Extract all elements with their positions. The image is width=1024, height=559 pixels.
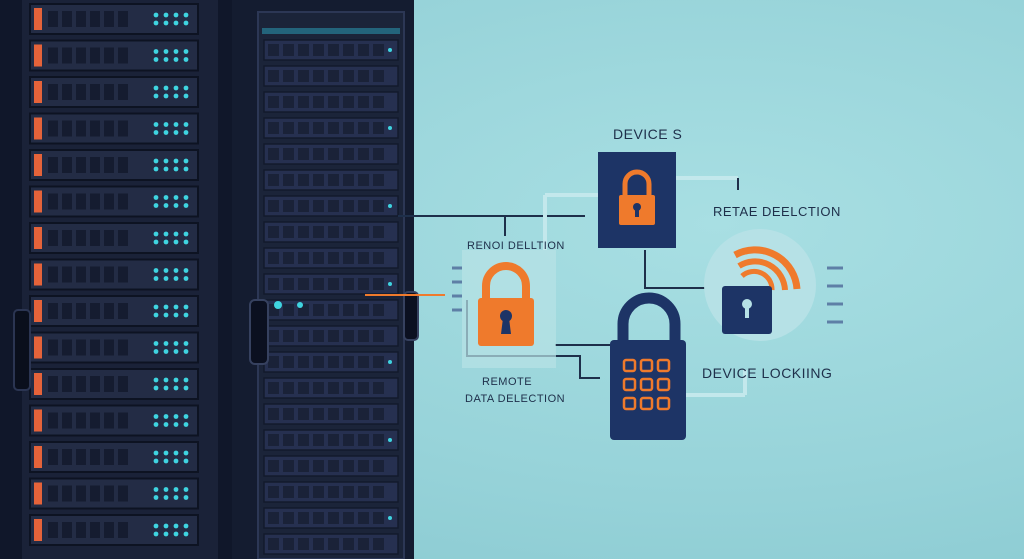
server-rack-center-units	[263, 39, 399, 555]
server-unit	[29, 258, 199, 291]
server-unit	[29, 222, 199, 254]
server-unit	[263, 377, 399, 399]
keypad-button	[639, 377, 654, 392]
server-unit	[263, 455, 399, 477]
keypad-button	[656, 358, 671, 373]
label-renoi-delltion: RENOI DELLTION	[467, 240, 565, 252]
wifi-signal-icon	[733, 246, 801, 290]
server-unit	[29, 404, 199, 437]
server-unit	[29, 368, 199, 400]
server-rack-left-units	[29, 3, 199, 546]
rack-center-latch-icon	[403, 291, 419, 341]
server-unit	[29, 149, 199, 181]
server-unit	[263, 351, 399, 373]
server-unit	[263, 143, 399, 165]
signal-dashes-left	[452, 266, 462, 312]
server-unit	[263, 403, 399, 425]
rack-left-handle-icon	[13, 309, 31, 391]
label-retae-deelction: RETAE DEELCTION	[713, 204, 841, 219]
server-unit	[29, 514, 199, 546]
server-unit	[29, 441, 199, 473]
keypad-lock-icon	[610, 292, 686, 440]
server-unit	[263, 65, 399, 87]
server-rack-left-icon	[0, 0, 232, 559]
label-data-delection: DATA DELECTION	[465, 393, 566, 405]
device-padlock-card-icon	[598, 152, 676, 248]
server-unit	[263, 507, 399, 529]
label-remote: REMOTE	[482, 376, 533, 388]
keypad-button	[656, 396, 671, 411]
server-unit	[29, 331, 199, 364]
server-unit	[263, 195, 399, 217]
rack-center-handle-icon	[249, 299, 269, 365]
server-unit	[263, 273, 399, 295]
server-unit	[263, 247, 399, 269]
label-device-s: DEVICE S	[613, 126, 683, 142]
wireless-lock-icon	[704, 229, 816, 341]
keypad-button	[639, 358, 654, 373]
server-unit	[263, 325, 399, 347]
server-unit	[263, 91, 399, 113]
remote-padlock-panel-icon	[462, 250, 556, 368]
server-unit	[263, 481, 399, 503]
keypad-button	[622, 396, 637, 411]
server-unit	[29, 39, 199, 72]
signal-dashes-right	[827, 266, 843, 324]
label-device-lockiing: DEVICE LOCKIING	[702, 365, 833, 381]
server-unit	[263, 299, 399, 321]
server-unit	[263, 39, 399, 61]
keypad-button	[639, 396, 654, 411]
server-unit	[29, 185, 199, 218]
keypad-button	[622, 377, 637, 392]
server-unit	[263, 533, 399, 555]
server-unit	[263, 117, 399, 139]
server-unit	[29, 295, 199, 327]
server-unit	[29, 76, 199, 108]
keypad-button	[656, 377, 671, 392]
server-unit	[263, 429, 399, 451]
server-unit	[263, 169, 399, 191]
server-unit	[263, 221, 399, 243]
keypad-button	[622, 358, 637, 373]
server-rack-center-icon	[232, 0, 419, 559]
server-unit	[29, 3, 199, 35]
server-unit	[29, 477, 199, 510]
server-unit	[29, 112, 199, 145]
